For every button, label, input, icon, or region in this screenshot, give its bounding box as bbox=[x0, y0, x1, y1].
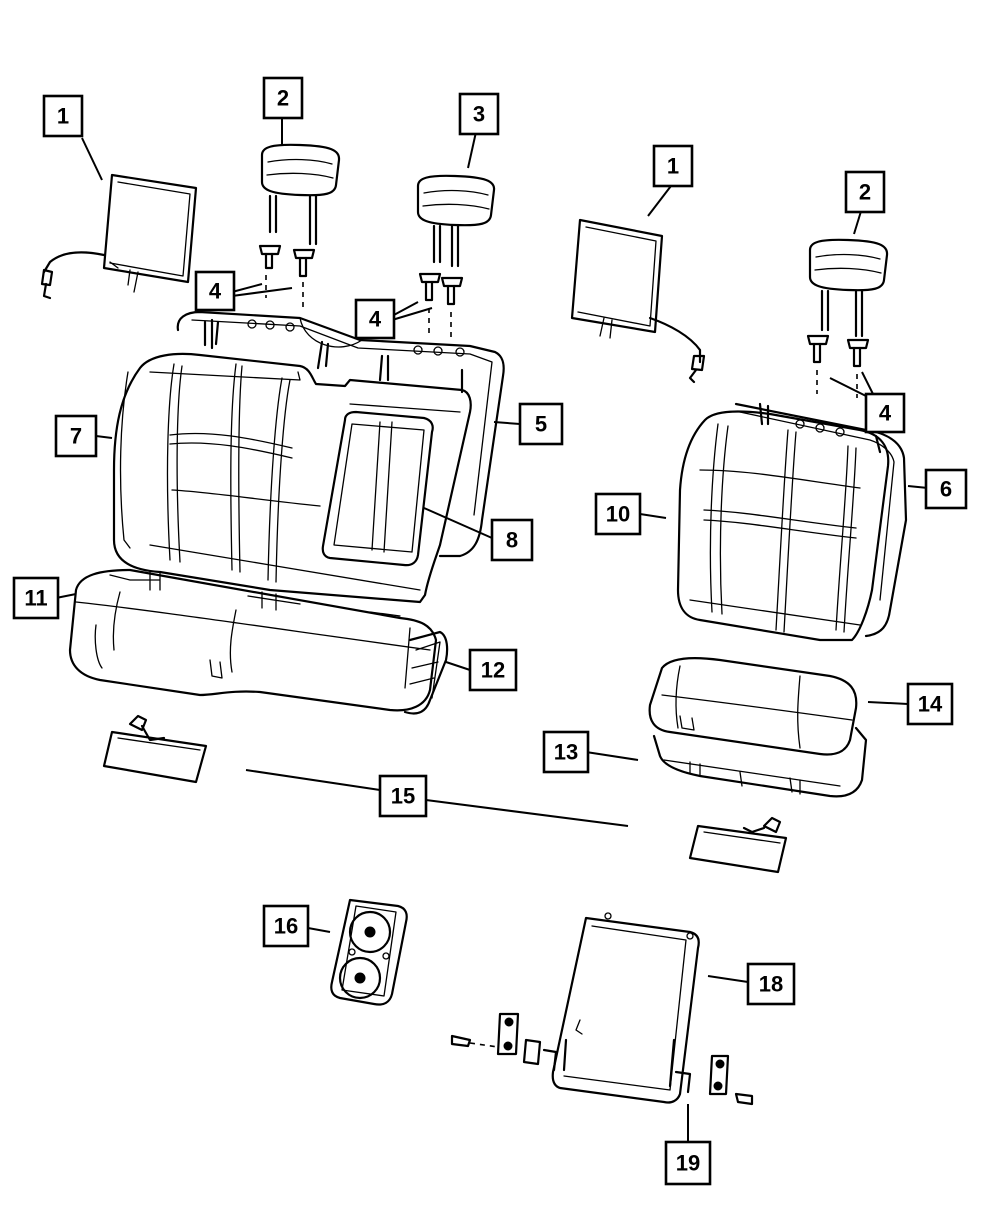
callout-6: 6 bbox=[924, 468, 968, 510]
part-18-armrest-panel bbox=[551, 912, 700, 1104]
svg-text:16: 16 bbox=[274, 914, 298, 939]
svg-text:8: 8 bbox=[506, 528, 518, 553]
svg-text:2: 2 bbox=[859, 180, 871, 205]
part-16-cupholder bbox=[330, 898, 408, 1006]
part-5-seatback-frame bbox=[176, 310, 505, 558]
callout-19: 19 bbox=[664, 1140, 712, 1186]
part-2-left-headrest bbox=[260, 143, 341, 246]
svg-text:6: 6 bbox=[940, 477, 952, 502]
part-1-left-heater-pad bbox=[40, 173, 198, 300]
part-11-seat-cushion-large bbox=[68, 568, 438, 712]
svg-text:18: 18 bbox=[759, 972, 783, 997]
svg-text:19: 19 bbox=[676, 1151, 700, 1176]
callout-4-center: 4 bbox=[354, 298, 396, 340]
svg-text:10: 10 bbox=[606, 502, 630, 527]
svg-text:7: 7 bbox=[70, 424, 82, 449]
callout-16: 16 bbox=[262, 904, 310, 948]
svg-text:13: 13 bbox=[554, 740, 578, 765]
svg-text:4: 4 bbox=[369, 307, 382, 332]
svg-text:1: 1 bbox=[667, 154, 679, 179]
callout-2-right: 2 bbox=[844, 170, 886, 214]
part-6-seatback-frame-small bbox=[734, 402, 908, 638]
part-1-right-heater-pad bbox=[570, 218, 706, 384]
part-7-seatback-cover-large bbox=[112, 352, 472, 604]
callout-14: 14 bbox=[906, 682, 954, 726]
svg-text:4: 4 bbox=[209, 279, 222, 304]
leader-lines bbox=[55, 118, 929, 1142]
callout-5: 5 bbox=[518, 402, 564, 446]
callout-3: 3 bbox=[458, 92, 500, 136]
part-4-guides-right bbox=[806, 334, 870, 398]
callout-8: 8 bbox=[490, 518, 534, 562]
callout-18: 18 bbox=[746, 962, 796, 1006]
callout-4-right: 4 bbox=[864, 392, 906, 434]
part-15-heater-pad-left bbox=[102, 714, 208, 784]
svg-text:5: 5 bbox=[535, 412, 547, 437]
svg-text:4: 4 bbox=[879, 401, 892, 426]
callout-4-left: 4 bbox=[194, 270, 236, 312]
callout-13: 13 bbox=[542, 730, 590, 774]
part-2-right-headrest bbox=[808, 238, 889, 338]
part-12-cushion-frame-large bbox=[403, 630, 449, 715]
callout-11: 11 bbox=[12, 576, 60, 620]
svg-text:12: 12 bbox=[481, 658, 505, 683]
svg-text:1: 1 bbox=[57, 104, 69, 129]
svg-text:11: 11 bbox=[24, 586, 47, 611]
part-3-headrest bbox=[416, 174, 496, 268]
part-15-heater-pad-right bbox=[688, 816, 788, 874]
callout-15: 15 bbox=[378, 774, 428, 818]
svg-text:15: 15 bbox=[391, 784, 415, 809]
part-19-pivot-hardware bbox=[450, 1012, 754, 1106]
callout-12: 12 bbox=[468, 648, 518, 692]
svg-text:2: 2 bbox=[277, 86, 289, 111]
part-10-seatback-cover-small bbox=[676, 410, 890, 642]
callout-7: 7 bbox=[54, 414, 98, 458]
part-4-guides-left bbox=[258, 244, 464, 338]
part-13-cushion-frame-small bbox=[652, 726, 868, 798]
callout-1-left: 1 bbox=[42, 94, 84, 138]
callout-10: 10 bbox=[594, 492, 642, 536]
callout-2-left: 2 bbox=[262, 76, 304, 120]
svg-text:3: 3 bbox=[473, 102, 485, 127]
part-14-seat-cushion-small bbox=[648, 657, 858, 756]
svg-text:14: 14 bbox=[918, 692, 943, 717]
callout-1-right: 1 bbox=[652, 144, 694, 188]
